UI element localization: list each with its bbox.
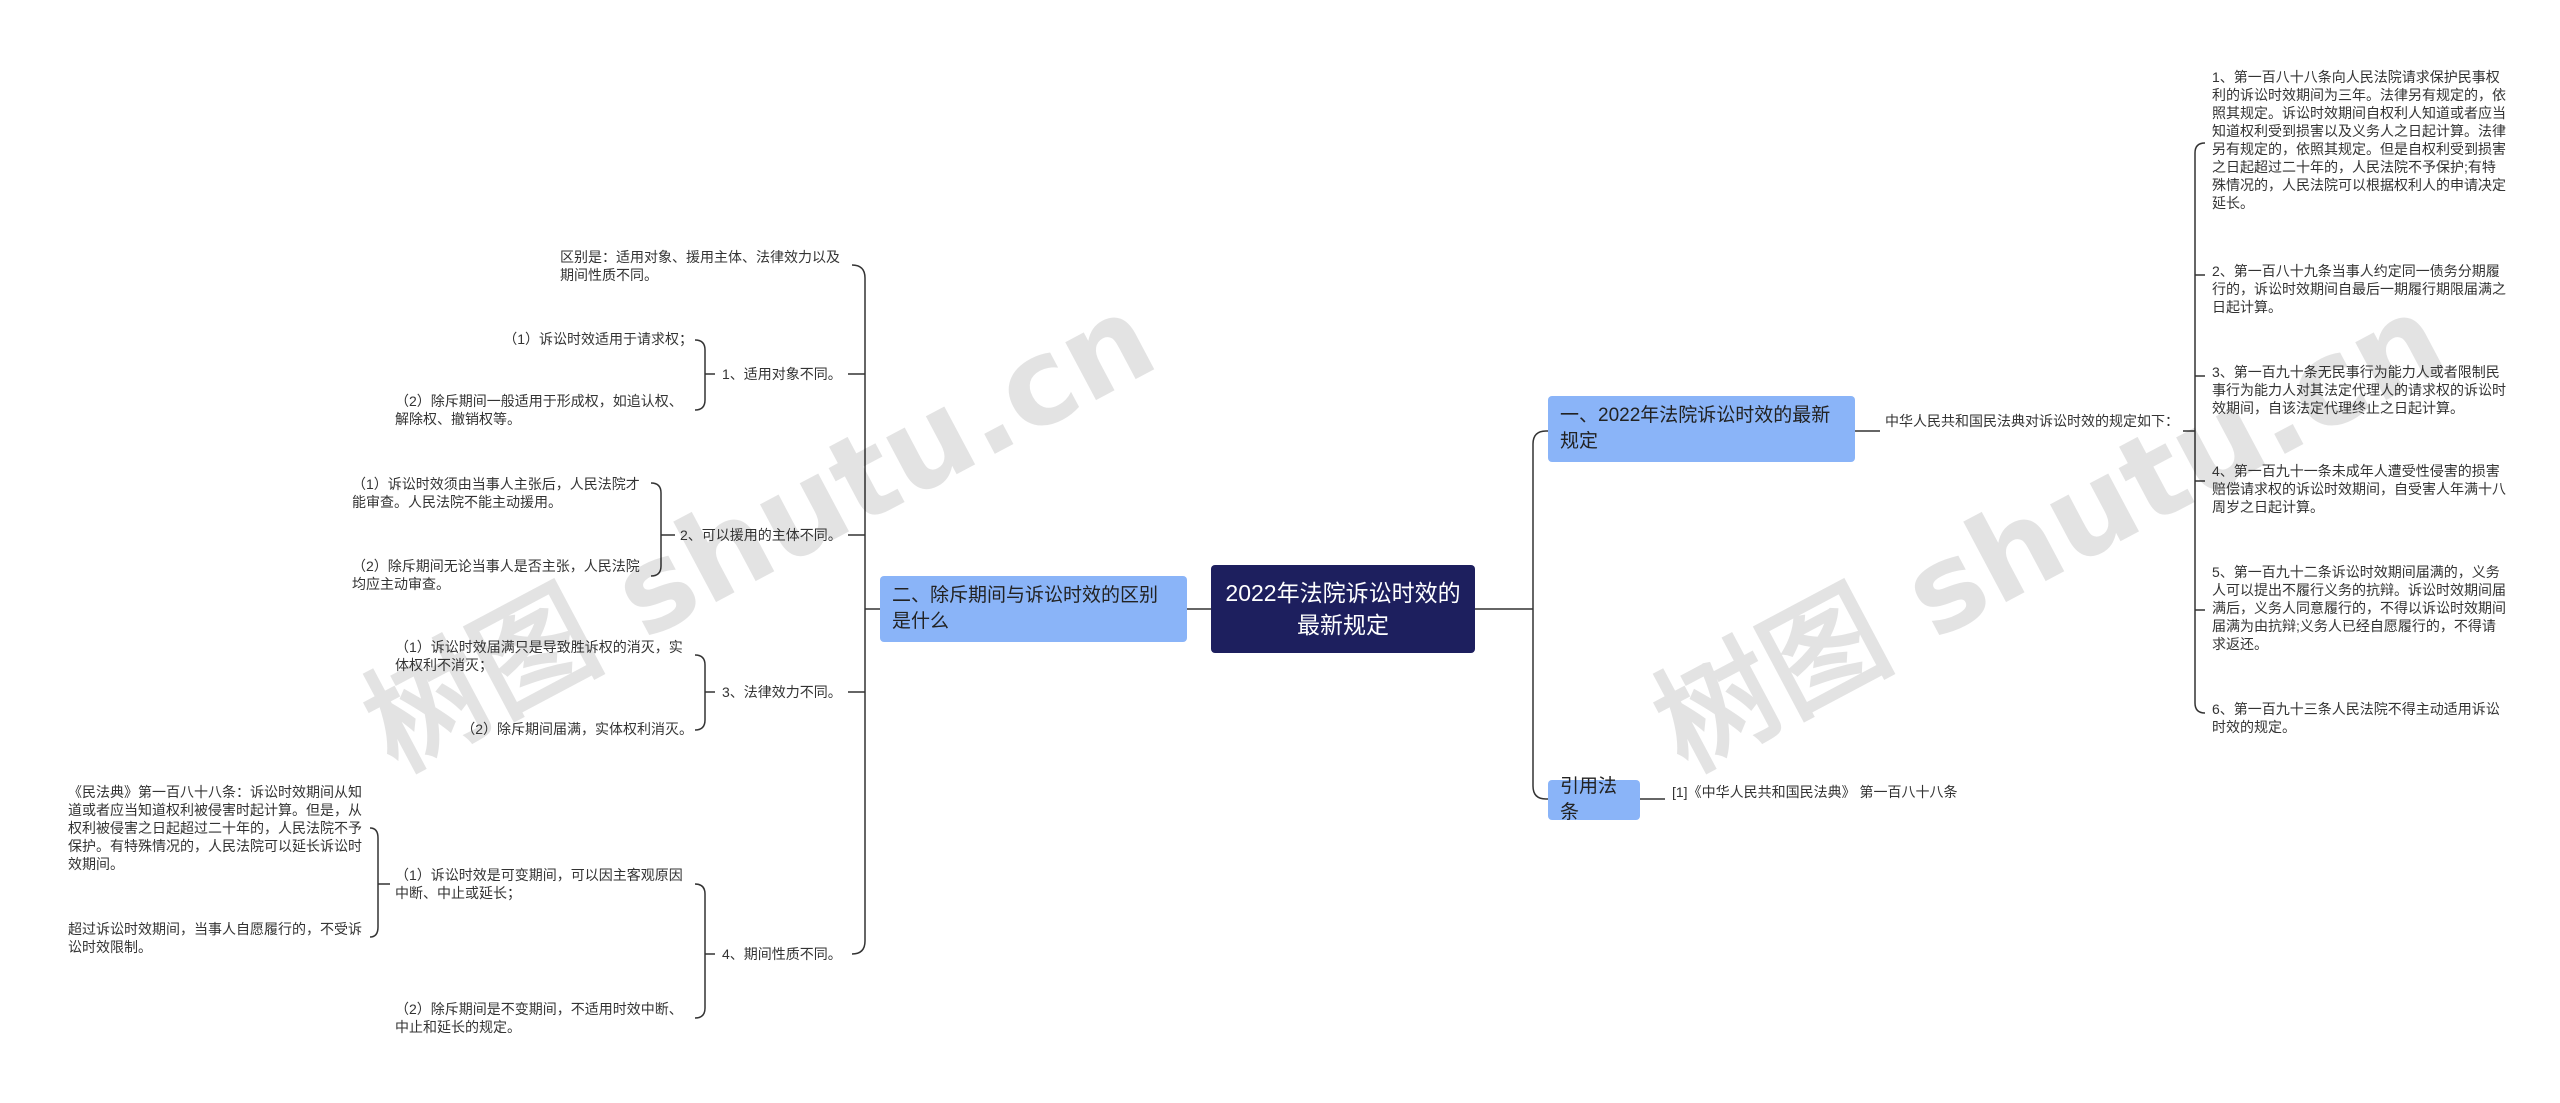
rule-item-3[interactable]: 3、第一百九十条无民事行为能力人或者限制民事行为能力人对其法定代理人的请求权的诉… <box>2212 364 2506 416</box>
group-3-label[interactable]: 3、法律效力不同。 <box>722 684 842 700</box>
group-3-item-1[interactable]: （1）诉讼时效届满只是导致胜诉权的消灭，实体权利不消灭； <box>395 639 683 673</box>
group-1-label[interactable]: 1、适用对象不同。 <box>722 366 842 382</box>
branch-cited-law[interactable]: 引用法条 <box>1548 776 1640 823</box>
group-2-label[interactable]: 2、可以援用的主体不同。 <box>680 527 842 543</box>
branch-difference[interactable]: 二、除斥期间与诉讼时效的区别是什么 <box>880 576 1187 642</box>
group-2-item-1[interactable]: （1）诉讼时效须由当事人主张后，人民法院才能审查。人民法院不能主动援用。 <box>352 476 640 510</box>
group-4-sub-item-2[interactable]: 超过诉讼时效期间，当事人自愿履行的，不受诉讼时效限制。 <box>68 921 362 955</box>
branch-latest-rules[interactable]: 一、2022年法院诉讼时效的最新规定 <box>1548 396 1855 462</box>
group-4-label[interactable]: 4、期间性质不同。 <box>722 946 842 962</box>
group-4-item-2[interactable]: （2）除斥期间是不变期间，不适用时效中断、中止和延长的规定。 <box>395 1001 683 1035</box>
group-1-item-1[interactable]: （1）诉讼时效适用于请求权； <box>503 331 693 347</box>
group-2-item-2[interactable]: （2）除斥期间无论当事人是否主张，人民法院均应主动审查。 <box>352 558 640 592</box>
rule-item-6[interactable]: 6、第一百九十三条人民法院不得主动适用诉讼时效的规定。 <box>2212 701 2500 735</box>
rule-item-2[interactable]: 2、第一百八十九条当事人约定同一债务分期履行的，诉讼时效期间自最后一期履行期限届… <box>2212 263 2506 315</box>
rule-item-1[interactable]: 1、第一百八十八条向人民法院请求保护民事权利的诉讼时效期间为三年。法律另有规定的… <box>2212 69 2506 211</box>
root-node[interactable]: 2022年法院诉讼时效的最新规定 <box>1211 565 1475 653</box>
group-1-item-2[interactable]: （2）除斥期间一般适用于形成权，如追认权、解除权、撤销权等。 <box>395 393 683 427</box>
rule-item-5[interactable]: 5、第一百九十二条诉讼时效期间届满的，义务人可以提出不履行义务的抗辩。诉讼时效期… <box>2212 564 2506 652</box>
group-3-item-2[interactable]: （2）除斥期间届满，实体权利消灭。 <box>461 721 693 737</box>
cited-law-ref[interactable]: [1]《中华人民共和国民法典》 第一百八十八条 <box>1672 784 1958 800</box>
difference-summary[interactable]: 区别是：适用对象、援用主体、法律效力以及期间性质不同。 <box>560 249 840 283</box>
group-4-item-1[interactable]: （1）诉讼时效是可变期间，可以因主客观原因中断、中止或延长； <box>395 867 683 901</box>
rule-item-4[interactable]: 4、第一百九十一条未成年人遭受性侵害的损害赔偿请求权的诉讼时效期间，自受害人年满… <box>2212 463 2506 515</box>
group-4-sub-item-1[interactable]: 《民法典》第一百八十八条：诉讼时效期间从知道或者应当知道权利被侵害时起计算。但是… <box>68 784 362 872</box>
civil-code-intro[interactable]: 中华人民共和国民法典对诉讼时效的规定如下： <box>1885 413 2179 429</box>
